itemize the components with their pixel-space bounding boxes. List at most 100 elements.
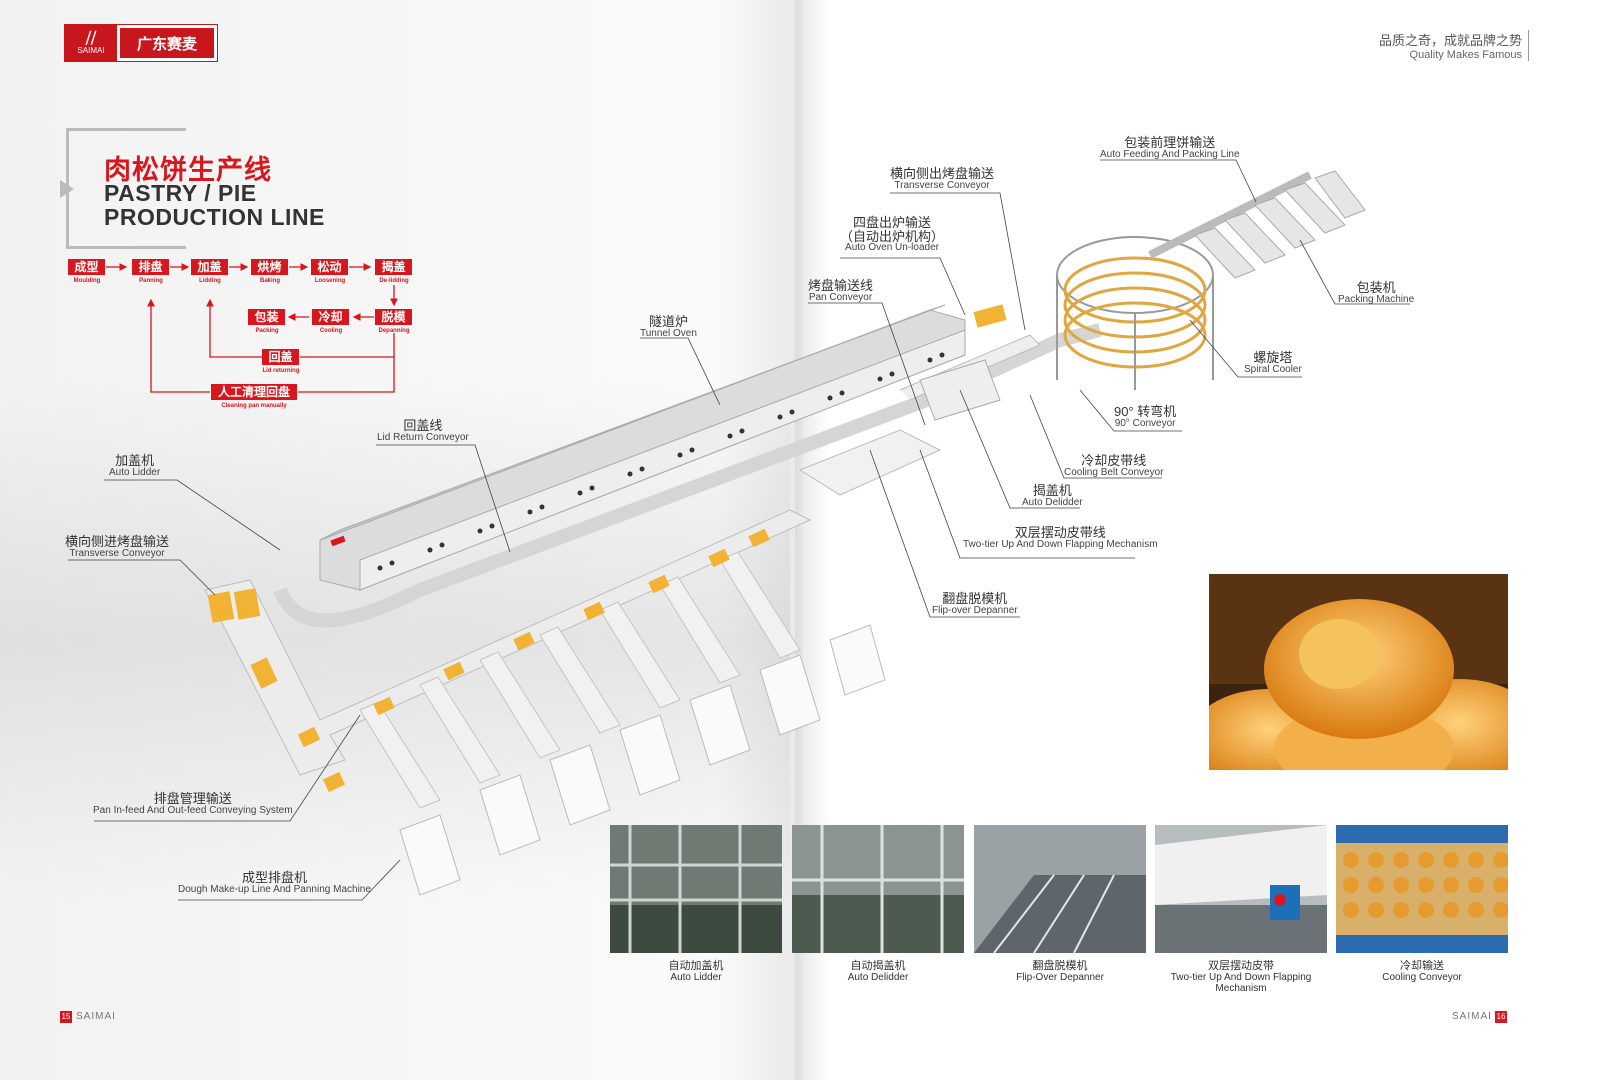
lid-return-conveyor (273, 323, 1102, 628)
flow-step-cooling-en: Cooling (319, 328, 343, 334)
title-arrow-icon (60, 180, 74, 198)
label-auto-oven-unloader-cn1: 四盘出炉输送 (853, 215, 932, 230)
packing-machines (1194, 170, 1366, 279)
logo-emblem-icon: ⧸⧸ (85, 29, 97, 47)
label-tunnel-oven: 隧道炉 Tunnel Oven (640, 315, 697, 339)
photo-cooling-conveyor (1336, 825, 1508, 953)
page-title-cn: 肉松饼生产线 (104, 155, 272, 185)
slogan-en: Quality Makes Famous (1409, 49, 1522, 61)
label-transverse-out-cn: 横向侧出烤盘输送 (890, 166, 995, 181)
packing-feed-conveyor (1148, 171, 1312, 259)
pastry-image (1209, 574, 1508, 770)
flow-step-lid-returning-en: Lid returning (262, 368, 300, 374)
photo-flip-over-depanner (974, 825, 1146, 953)
photo-auto-delidder (792, 825, 964, 953)
label-auto-lidder-cn: 加盖机 (115, 453, 155, 468)
photo-cooling-conveyor-image (1336, 825, 1508, 953)
photo-auto-delidder-image (792, 825, 964, 953)
flow-step-lidding: 加盖 (191, 259, 228, 275)
caption-auto-lidder-en: Auto Lidder (670, 972, 722, 984)
saimai-logo: ⧸⧸ SAIMAI 广东赛麦 (64, 24, 218, 62)
flow-step-lid-returning: 回盖 (262, 349, 299, 365)
flow-step-depanning: 脱模 (375, 309, 412, 325)
label-lid-return: 回盖线 Lid Return Conveyor (377, 419, 469, 443)
label-two-tier-cn: 双层摆动皮带线 (1014, 525, 1106, 540)
caption-two-tier: 双层摆动皮带 Two-tier Up And Down Flapping Mec… (1146, 960, 1336, 994)
caption-flip-over-en: Flip-Over Depanner (1016, 972, 1104, 984)
label-pan-conveyor: 烤盘输送线 Pan Conveyor (808, 279, 873, 303)
oven-red-badge (330, 535, 346, 547)
label-pan-infeed: 排盘管理输送 Pan In-feed And Out-feed Conveyin… (93, 792, 293, 816)
flow-step-panning-en: Panning (139, 278, 163, 284)
label-packing-machine-cn: 包装机 (1356, 280, 1396, 295)
photo-flip-over-depanner-image (974, 825, 1146, 953)
label-transverse-in: 横向侧进烤盘输送 Transverse Conveyor (65, 535, 169, 559)
product-photo-pastry (1209, 574, 1508, 770)
caption-cooling-conveyor-en: Cooling Conveyor (1382, 972, 1462, 984)
title-bracket-bottom (66, 246, 186, 249)
label-flip-over-cn: 翻盘脱模机 (942, 591, 1008, 606)
label-auto-oven-unloader: 四盘出炉输送 （自动出炉机构） Auto Oven Un-loader (840, 216, 944, 254)
process-flow-arrows (106, 263, 398, 393)
label-cooling-belt-en: Cooling Belt Conveyor (1064, 466, 1164, 478)
label-two-tier: 双层摆动皮带线 Two-tier Up And Down Flapping Me… (963, 526, 1158, 550)
caption-auto-delidder-cn: 自动揭盖机 (850, 960, 906, 972)
flow-step-cleaning-pan: 人工清理回盘 (211, 384, 297, 400)
flow-step-loosening-en: Loosening (314, 278, 346, 284)
flow-step-packing-en: Packing (255, 328, 279, 334)
label-90-conveyor: 90° 转弯机 90° Conveyor (1114, 405, 1176, 429)
spiral-cooler-frame (1056, 275, 1214, 390)
label-lid-return-en: Lid Return Conveyor (377, 431, 469, 443)
flow-step-baking: 烘烤 (251, 259, 288, 275)
flow-step-baking-en: Baking (259, 278, 280, 284)
flow-step-cleaning-pan-en: Cleaning pan manually (221, 403, 287, 409)
label-pan-infeed-en: Pan In-feed And Out-feed Conveying Syste… (93, 804, 293, 816)
label-dough-makeup-cn: 成型排盘机 (241, 870, 307, 885)
label-spiral-cooler-cn: 螺旋塔 (1253, 350, 1293, 365)
label-auto-lidder: 加盖机 Auto Lidder (109, 454, 160, 478)
label-cooling-belt: 冷却皮带线 Cooling Belt Conveyor (1064, 454, 1164, 478)
leader-lines (68, 159, 1410, 901)
flow-step-loosening: 松动 (311, 259, 348, 275)
caption-cooling-conveyor: 冷却输送 Cooling Conveyor (1327, 960, 1517, 983)
label-flip-over: 翻盘脱模机 Flip-over Depanner (932, 592, 1018, 616)
flow-step-delidding-en: De-lidding (379, 278, 409, 284)
caption-auto-delidder-en: Auto Delidder (847, 972, 909, 984)
label-auto-lidder-en: Auto Lidder (109, 466, 161, 478)
oven-vent-dots (377, 352, 945, 571)
yellow-trays (207, 304, 1007, 793)
label-transverse-out: 横向侧出烤盘输送 Transverse Conveyor (890, 167, 994, 191)
label-auto-delidder-en: Auto Delidder (1022, 496, 1083, 508)
logo-text: SAIMAI (77, 45, 105, 55)
label-tunnel-oven-en: Tunnel Oven (640, 327, 697, 339)
tunnel-oven-roof (319, 304, 946, 541)
logo-company-name: 广东赛麦 (120, 28, 214, 58)
label-cooling-belt-cn: 冷却皮带线 (1081, 453, 1147, 468)
label-pan-infeed-cn: 排盘管理输送 (153, 791, 232, 806)
caption-flip-over-cn: 翻盘脱模机 (1032, 960, 1088, 972)
flow-step-packing: 包装 (248, 309, 285, 325)
page-title-en-line1: PASTRY / PIE (104, 180, 257, 206)
label-two-tier-en: Two-tier Up And Down Flapping Mechanism (963, 538, 1158, 550)
label-tunnel-oven-cn: 隧道炉 (648, 314, 688, 329)
label-transverse-out-en: Transverse Conveyor (894, 179, 990, 191)
label-90-conveyor-cn: 90° 转弯机 (1114, 404, 1177, 419)
tunnel-oven-front (359, 329, 966, 591)
footer-brand-right: SAIMAI (1452, 1011, 1492, 1022)
flow-step-panning: 排盘 (132, 259, 169, 275)
label-flip-over-en: Flip-over Depanner (932, 604, 1018, 616)
slogan-cn: 品质之奇，成就品牌之势 (1378, 33, 1522, 48)
photo-auto-lidder (610, 825, 782, 953)
label-dough-makeup: 成型排盘机 Dough Make-up Line And Panning Mac… (178, 871, 371, 895)
caption-cooling-conveyor-cn: 冷却输送 (1400, 960, 1444, 972)
logo-mark: ⧸⧸ SAIMAI (65, 25, 117, 61)
flow-step-delidding: 揭盖 (375, 259, 412, 275)
pan-infeed-conveyor (204, 509, 812, 776)
photo-auto-lidder-image (610, 825, 782, 953)
label-lid-return-cn: 回盖线 (403, 418, 443, 433)
label-transverse-in-en: Transverse Conveyor (69, 547, 165, 559)
caption-auto-lidder: 自动加盖机 Auto Lidder (601, 960, 791, 983)
caption-flip-over: 翻盘脱模机 Flip-Over Depanner (965, 960, 1155, 983)
panning-machines (399, 624, 886, 896)
